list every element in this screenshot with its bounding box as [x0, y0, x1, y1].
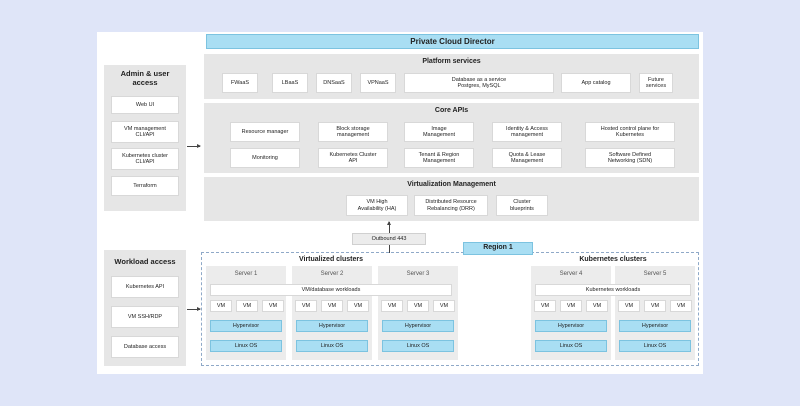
vm-box: VM	[347, 300, 369, 312]
pcd-title-bar: Private Cloud Director	[206, 34, 699, 49]
outbound-arrow-top	[387, 221, 391, 233]
core-block-storage: Block storage management	[318, 122, 388, 142]
core-hosted-control-plane: Hosted control plane for Kubernetes	[585, 122, 675, 142]
platform-services-title: Platform services	[422, 57, 481, 65]
core-monitoring: Monitoring	[230, 148, 300, 168]
vm-box: VM	[321, 300, 343, 312]
hypervisor-box: Hypervisor	[535, 320, 607, 332]
vm-box: VM	[262, 300, 284, 312]
core-tenant-region: Tenant & Region Management	[404, 148, 474, 168]
admin-item-terraform: Terraform	[111, 176, 179, 196]
hypervisor-box: Hypervisor	[210, 320, 282, 332]
vm-box: VM	[586, 300, 608, 312]
platform-future-services: Future services	[639, 73, 673, 93]
vm-box: VM	[381, 300, 403, 312]
vm-box: VM	[560, 300, 582, 312]
workload-database-access: Database access	[111, 336, 179, 358]
platform-fwaas: FWaaS	[222, 73, 258, 93]
vm-box: VM	[407, 300, 429, 312]
vm-box: VM	[644, 300, 666, 312]
workload-k8s-api: Kubernetes API	[111, 276, 179, 298]
linux-os-box: Linux OS	[296, 340, 368, 352]
platform-dnsaas: DNSaaS	[316, 73, 352, 93]
vm-database-workloads-bar: VM/database workloads	[210, 284, 452, 296]
core-quota-lease: Quota & Lease Management	[492, 148, 562, 168]
virt-cluster-blueprints: Cluster blueprints	[496, 195, 548, 216]
virtualized-clusters-title: Virtualized clusters	[298, 255, 364, 263]
vm-box: VM	[210, 300, 232, 312]
linux-os-box: Linux OS	[382, 340, 454, 352]
server-3-label: Server 3	[406, 270, 430, 277]
virt-vm-ha: VM High Availability (HA)	[346, 195, 408, 216]
vm-box: VM	[534, 300, 556, 312]
core-k8s-cluster-api: Kubernetes Cluster API	[318, 148, 388, 168]
linux-os-box: Linux OS	[535, 340, 607, 352]
admin-arrow	[187, 144, 201, 148]
vm-box: VM	[433, 300, 455, 312]
workload-vm-ssh-rdp: VM SSH/RDP	[111, 306, 179, 328]
vm-box: VM	[618, 300, 640, 312]
server-1-label: Server 1	[234, 270, 258, 277]
linux-os-box: Linux OS	[210, 340, 282, 352]
vm-box: VM	[670, 300, 692, 312]
virtualization-management-title: Virtualization Management	[407, 180, 496, 188]
virt-drr: Distributed Resource Rebalancing (DRR)	[414, 195, 488, 216]
vm-box: VM	[236, 300, 258, 312]
kubernetes-workloads-bar: Kubernetes workloads	[535, 284, 691, 296]
hypervisor-box: Hypervisor	[382, 320, 454, 332]
workload-access-title: Workload access	[114, 256, 176, 266]
admin-access-title: Admin & user access	[120, 69, 170, 87]
core-identity-access: Identity & Access management	[492, 122, 562, 142]
core-resource-manager: Resource manager	[230, 122, 300, 142]
platform-lbaas: LBaaS	[272, 73, 308, 93]
hypervisor-box: Hypervisor	[296, 320, 368, 332]
outbound-443-label: Outbound 443	[352, 233, 426, 245]
hypervisor-box: Hypervisor	[619, 320, 691, 332]
kubernetes-clusters-title: Kubernetes clusters	[579, 255, 647, 263]
core-image-management: Image Management	[404, 122, 474, 142]
admin-item-web-ui: Web UI	[111, 96, 179, 114]
server-5-label: Server 5	[643, 270, 667, 277]
outbound-arrow-bottom	[389, 245, 390, 253]
server-4-label: Server 4	[559, 270, 583, 277]
region-label: Region 1	[463, 242, 533, 255]
linux-os-box: Linux OS	[619, 340, 691, 352]
server-2-label: Server 2	[320, 270, 344, 277]
admin-item-k8s-cli: Kubernetes cluster CLI/API	[111, 148, 179, 170]
admin-item-vm-cli: VM management CLI/API	[111, 121, 179, 143]
region-boundary	[201, 252, 699, 366]
vm-box: VM	[295, 300, 317, 312]
platform-dbaas: Database as a service Postgres, MySQL	[404, 73, 554, 93]
core-apis-title: Core APIs	[434, 106, 469, 114]
platform-app-catalog: App catalog	[561, 73, 631, 93]
core-sdn: Software Defined Networking (SDN)	[585, 148, 675, 168]
platform-vpnaas: VPNaaS	[360, 73, 396, 93]
workload-arrow	[187, 307, 201, 311]
